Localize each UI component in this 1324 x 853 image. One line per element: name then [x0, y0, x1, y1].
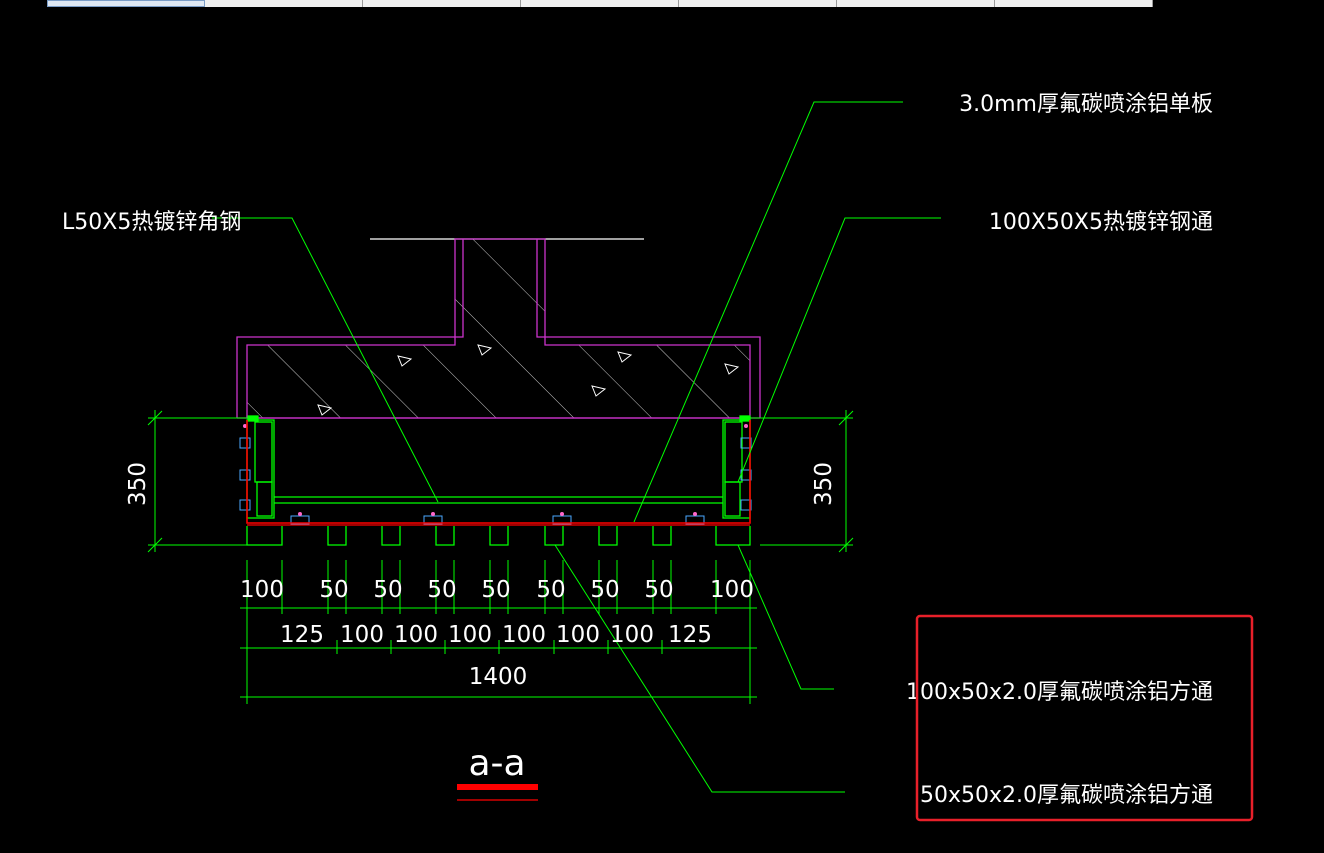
- steel-frame: [246, 415, 751, 519]
- leader-lines: [212, 101, 941, 793]
- tab-6[interactable]: [837, 0, 995, 7]
- square-tube-small: [544, 526, 564, 546]
- dim-spacing: 100: [556, 622, 600, 648]
- dim-height-right: 350: [811, 462, 837, 506]
- label-square-tube-large: 100x50x2.0厚氟碳喷涂铝方通: [906, 680, 1213, 705]
- label-aluminum-panel: 3.0mm厚氟碳喷涂铝单板: [959, 92, 1213, 117]
- concrete-structure: [236, 238, 761, 419]
- dim-total-width: 1400: [469, 664, 528, 690]
- square-tube-small: [652, 526, 672, 546]
- square-tube-large-right: [715, 526, 751, 546]
- leader-angle-steel: [212, 217, 439, 503]
- left-steel-tube: [246, 419, 275, 519]
- tab-2[interactable]: [205, 0, 363, 7]
- concrete-hatch: [247, 239, 750, 418]
- square-tube-small: [435, 526, 455, 546]
- dim-width: 50: [481, 577, 510, 603]
- dim-spacing: 100: [502, 622, 546, 648]
- label-square-tube-small: 50x50x2.0厚氟碳喷涂铝方通: [920, 783, 1213, 808]
- tab-7[interactable]: [995, 0, 1153, 7]
- dim-height-left: 350: [125, 462, 151, 506]
- dim-width: 50: [590, 577, 619, 603]
- tab-3[interactable]: [363, 0, 521, 7]
- highlight-box: [915, 614, 1254, 822]
- dim-width: 50: [644, 577, 673, 603]
- tab-1[interactable]: [47, 0, 205, 7]
- square-tubes: [246, 526, 751, 546]
- leader-square-tube-large: [737, 544, 834, 690]
- dim-width: 100: [710, 577, 754, 603]
- square-tube-small: [381, 526, 401, 546]
- connector-details: [239, 424, 752, 525]
- square-tube-small: [327, 526, 347, 546]
- leader-aluminum-panel: [633, 101, 903, 523]
- section-title-underline-thick: [457, 784, 538, 790]
- dim-spacing: 100: [610, 622, 654, 648]
- dim-width: 50: [373, 577, 402, 603]
- dim-spacing: 100: [448, 622, 492, 648]
- dim-spacing: 100: [340, 622, 384, 648]
- tab-bar: [0, 0, 1324, 8]
- square-tube-small: [489, 526, 509, 546]
- tab-5[interactable]: [679, 0, 837, 7]
- dim-width: 50: [319, 577, 348, 603]
- right-steel-tube: [722, 419, 751, 519]
- dim-spacing: 100: [394, 622, 438, 648]
- square-tube-small: [598, 526, 618, 546]
- annotation-labels: 3.0mm厚氟碳喷涂铝单板 L50X5热镀锌角钢 100X50X5热镀锌钢通 1…: [62, 92, 1213, 808]
- leader-square-tube-small: [554, 544, 845, 793]
- aggregate-marks: [317, 344, 740, 416]
- dimension-texts: 350 350 100 50 50 50 50 50 50 50 100 125…: [125, 462, 837, 690]
- label-steel-tube: 100X50X5热镀锌钢通: [989, 210, 1213, 235]
- square-tube-large-left: [246, 526, 283, 546]
- dim-width: 50: [427, 577, 456, 603]
- dim-width: 100: [240, 577, 284, 603]
- section-title-text: a-a: [468, 743, 525, 784]
- aluminum-panel: [246, 420, 751, 526]
- section-title: a-a: [457, 743, 538, 801]
- label-angle-steel: L50X5热镀锌角钢: [62, 210, 241, 235]
- dim-spacing: 125: [280, 622, 324, 648]
- dimension-lines: [147, 410, 854, 704]
- leader-steel-tube: [737, 217, 941, 483]
- dim-spacing: 125: [668, 622, 712, 648]
- tab-4[interactable]: [521, 0, 679, 7]
- dim-width: 50: [536, 577, 565, 603]
